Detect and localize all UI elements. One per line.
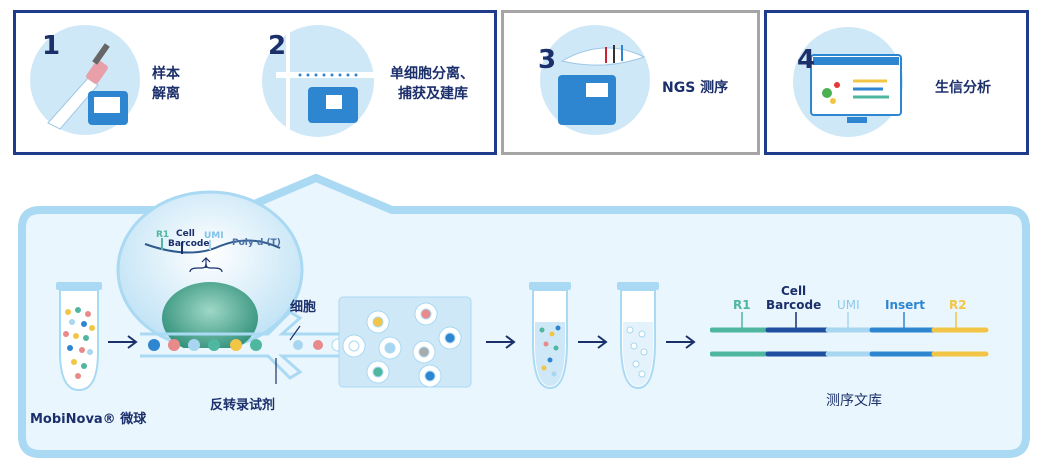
lib-r2-label: R2: [949, 298, 967, 312]
step-2-number: 2: [268, 31, 287, 61]
chip-instrument-icon: [276, 33, 376, 133]
step-1-number: 1: [42, 31, 61, 61]
bead-polyd-label: Poly d (T): [232, 238, 281, 248]
step-4-label-line-1: 生信分析: [935, 80, 991, 96]
bead-cell-label: Cell: [176, 229, 195, 239]
bead-umi-label: UMI: [204, 231, 224, 241]
sequencer-icon: [558, 45, 646, 125]
arrow-right-icon: [666, 335, 696, 349]
step-2-label-line-1: 单细胞分离、: [390, 66, 474, 82]
library-reads: [710, 312, 989, 357]
microfluidic-channel: [140, 310, 350, 384]
cell-label: 细胞: [290, 300, 317, 315]
library-label: 测序文库: [826, 393, 882, 409]
step-4-box: 4 生信分析: [764, 10, 1029, 155]
arrow-right-icon: [578, 335, 608, 349]
arrow-right-icon: [486, 335, 516, 349]
bead-barcode-label: Barcode: [168, 239, 210, 249]
step-3-box: 3 NGS 测序: [501, 10, 760, 155]
lib-umi-label: UMI: [837, 298, 860, 312]
step-3-number: 3: [538, 45, 557, 75]
reagent-label: 反转录试剂: [210, 398, 276, 413]
lib-cell-label: Cell: [781, 284, 807, 298]
step-1-2-box: 1 样本 解离 2 单细胞分离、 捕获及建库: [13, 10, 497, 155]
arrow-right-icon: [108, 335, 138, 349]
step-2-label-line-2: 捕获及建库: [398, 86, 468, 102]
step-3-label-line-1: NGS 测序: [662, 80, 729, 96]
microsphere-tube-icon: [56, 282, 102, 392]
droplet-emulsion-box: [338, 296, 472, 388]
analysis-screen-icon: [810, 54, 902, 123]
bead-r1-label: R1: [156, 230, 170, 240]
step-1-label-line-2: 解离: [152, 86, 180, 102]
step-4-number: 4: [797, 45, 816, 75]
library-tube-icon: [617, 282, 659, 390]
emulsion-tube-icon: [529, 282, 571, 390]
step-1-label-line-1: 样本: [152, 66, 180, 82]
lib-r1-label: R1: [733, 298, 751, 312]
lib-barcode-label: Barcode: [766, 298, 822, 312]
sample-tube-icon: [47, 43, 128, 130]
lib-insert-label: Insert: [885, 298, 925, 312]
microsphere-label: MobiNova® 微球: [30, 412, 147, 427]
bead-zoom-bubble: [116, 190, 304, 348]
